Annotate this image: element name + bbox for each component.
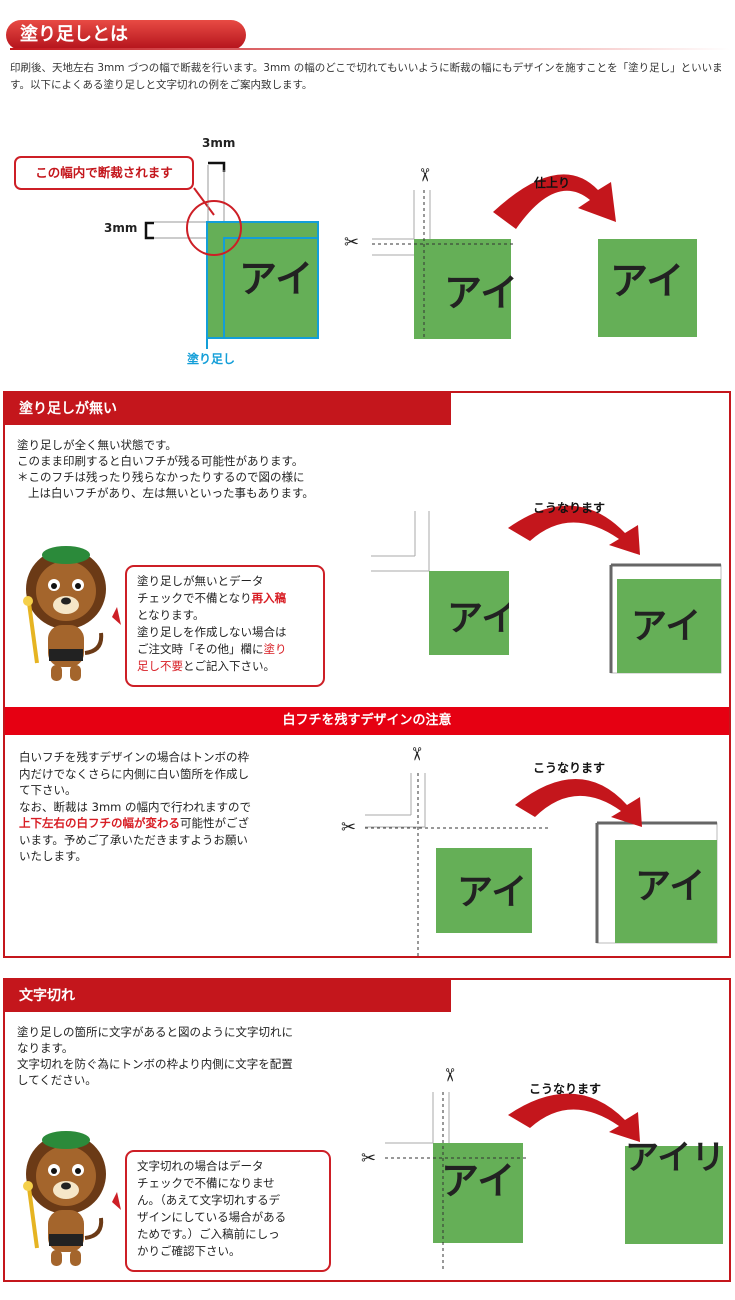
result-square-text: アイリ (625, 1138, 726, 1174)
result-label: こうなります (533, 761, 606, 775)
lion-mascot (23, 1131, 106, 1266)
result-label: こうなります (529, 1082, 602, 1096)
square-text: アイ (631, 606, 702, 647)
result-label: こうなります (533, 501, 606, 515)
title-rule (10, 48, 730, 50)
label-3mm-left: 3mm (104, 221, 138, 235)
label-3mm-top: 3mm (202, 136, 236, 150)
scissors-icon: ✂ (344, 232, 360, 253)
section-no-bleed: 塗り足しが無い 塗り足しが全く無い状態です。 このまま印刷すると白いフチが残る可… (3, 391, 731, 958)
square-text: アイ (457, 872, 528, 913)
speech-bubble: 文字切れの場合はデータ チェックで不備になりませ ん。（あえて文字切れするデ ザ… (125, 1150, 331, 1272)
bleed-diagram (144, 161, 697, 349)
scissors-icon: ✂ (341, 817, 357, 838)
intro-text: 印刷後、天地左右 3mm づつの幅で断裁を行います。3mm の幅のどこで切れても… (10, 62, 723, 91)
speech-bubble: 塗り足しが無いとデータ チェックで不備となり再入稿 となります。 塗り足しを作成… (125, 565, 325, 687)
section-heading: 塗り足しが無い (5, 393, 451, 425)
no-bleed-diagram (112, 505, 722, 674)
section-text-cut: 文字切れ 塗り足しの箇所に文字があると図のように文字切れに なります。 文字切れ… (3, 978, 731, 1282)
square-text: アイ (447, 598, 509, 639)
scissors-icon: ✂ (361, 1148, 377, 1169)
result-label: 仕上り (534, 176, 571, 190)
trim-width-callout: この幅内で断裁されます (14, 156, 194, 190)
section-heading: 文字切れ (5, 980, 451, 1012)
label-bleed: 塗り足し (187, 352, 236, 366)
scissors-icon: ✂ (405, 746, 427, 762)
section-body: 塗り足しの箇所に文字があると図のように文字切れに なります。 文字切れを防ぐ為に… (17, 1025, 293, 1087)
section-body: 塗り足しが全く無い状態です。 このまま印刷すると白いフチが残る可能性があります。… (17, 438, 314, 500)
square-text: アイ (635, 866, 706, 907)
text-cut-diagram (112, 1092, 723, 1270)
square-text: アイ (610, 259, 685, 303)
section-body: 白いフチを残すデザインの場合はトンボの枠 内だけでなくさらに内側に白い箇所を作成… (19, 750, 251, 863)
section-heading-white-border: 白フチを残すデザインの注意 (5, 707, 729, 735)
white-border-diagram (365, 773, 718, 958)
scissors-icon: ✂ (413, 167, 435, 183)
square-text: アイ (239, 257, 314, 301)
square-text: アイ (444, 271, 519, 315)
square-text: アイ (441, 1159, 516, 1203)
scissors-icon: ✂ (438, 1067, 460, 1083)
lion-mascot (23, 546, 106, 681)
page-title: 塗り足しとは (6, 20, 246, 50)
